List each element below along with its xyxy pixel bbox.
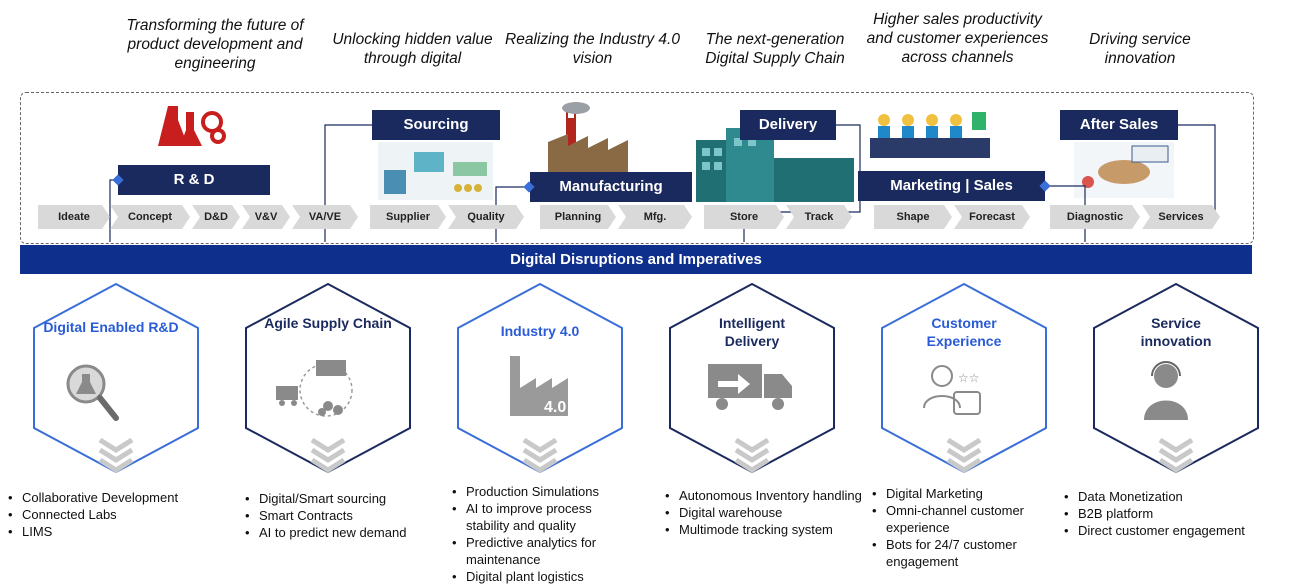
hexagon-rd	[33, 282, 199, 474]
tagline-sourcing: Unlocking hidden value through digital	[332, 31, 493, 67]
factory-icon	[548, 102, 628, 172]
value-chain-frame	[20, 92, 1254, 244]
imperative-title: Industry 4.0	[500, 323, 580, 339]
list-item: Connected Labs	[8, 506, 228, 523]
lab-magnifier-icon	[66, 364, 119, 421]
list-item: Collaborative Development	[8, 489, 228, 506]
step-shape: Shape	[874, 205, 952, 229]
tagline-marketing: Higher sales productivity and customer e…	[866, 11, 1049, 66]
stage-rd: R & D	[118, 165, 270, 195]
customer-rating-icon: ☆☆	[923, 365, 981, 415]
list-item: Digital Marketing	[872, 485, 1057, 502]
bullets-supply: Digital/Smart sourcing Smart Contracts A…	[245, 490, 445, 541]
list-item: Production Simulations	[452, 483, 637, 500]
step-dd: D&D	[192, 205, 240, 229]
bullets-industry: Production Simulations AI to improve pro…	[452, 483, 637, 585]
stage-sourcing: Sourcing	[372, 110, 500, 140]
step-planning: Planning	[540, 205, 616, 229]
list-item: Data Monetization	[1064, 488, 1296, 505]
list-item: Direct customer engagement	[1064, 522, 1296, 539]
list-item: Autonomous Inventory handling	[665, 487, 875, 504]
list-item: B2B platform	[1064, 505, 1296, 522]
stage-marketing: Marketing | Sales	[858, 171, 1045, 201]
list-item: LIMS	[8, 523, 228, 540]
step-mfg: Mfg.	[618, 205, 692, 229]
stage-delivery: Delivery	[740, 110, 836, 140]
list-item: Digital warehouse	[665, 504, 875, 521]
list-item: Bots for 24/7 customer engagement	[872, 536, 1057, 570]
list-item: Digital/Smart sourcing	[245, 490, 445, 507]
people-icon	[870, 112, 990, 158]
step-services: Services	[1142, 205, 1220, 229]
support-agent-icon	[1144, 361, 1188, 420]
step-diagnostic: Diagnostic	[1050, 205, 1140, 229]
list-item: Smart Contracts	[245, 507, 445, 524]
stage-manufacturing: Manufacturing	[530, 172, 692, 202]
bullets-customer: Digital Marketing Omni-channel customer …	[872, 485, 1057, 570]
tagline-delivery: The next-generation Digital Supply Chain	[705, 31, 845, 67]
step-store: Store	[704, 205, 784, 229]
hexagon-supply	[245, 283, 411, 473]
bullets-delivery: Autonomous Inventory handling Digital wa…	[665, 487, 875, 538]
list-item: Multimode tracking system	[665, 521, 875, 538]
hexagon-industry	[457, 282, 623, 474]
tagline-rd: Transforming the future of product devel…	[126, 17, 304, 72]
step-ideate: Ideate	[38, 205, 110, 229]
truck-icon	[708, 364, 792, 410]
step-track: Track	[786, 205, 852, 229]
digital-disruptions-banner: Digital Disruptions and Imperatives	[20, 245, 1252, 274]
imperative-title: Intelligent Delivery	[718, 315, 786, 349]
list-item: Omni-channel customer experience	[872, 502, 1057, 536]
tagline-aftersales: Driving service innovation	[1089, 31, 1191, 67]
step-forecast: Forecast	[954, 205, 1030, 229]
imperative-title: Digital Enabled R&D	[43, 319, 179, 335]
step-vv: V&V	[242, 205, 290, 229]
bullets-rd: Collaborative Development Connected Labs…	[8, 489, 228, 540]
sourcing-illustration	[378, 142, 493, 200]
step-quality: Quality	[448, 205, 524, 229]
handshake-icon	[1074, 142, 1174, 198]
list-item: Digital plant logistics	[452, 568, 637, 585]
step-supplier: Supplier	[370, 205, 446, 229]
supply-chain-icon	[276, 360, 353, 417]
step-concept: Concept	[110, 205, 190, 229]
svg-text:☆☆: ☆☆	[958, 371, 980, 385]
lab-flask-icon	[158, 106, 226, 146]
imperative-title: Service innovation	[1140, 315, 1212, 349]
factory-4-icon: 4.0	[510, 356, 568, 416]
svg-text:4.0: 4.0	[544, 399, 566, 416]
list-item: AI to improve process stability and qual…	[452, 500, 637, 534]
tagline-manufacturing: Realizing the Industry 4.0 vision	[505, 31, 680, 67]
stage-aftersales: After Sales	[1060, 110, 1178, 140]
step-vave: VA/VE	[292, 205, 358, 229]
bullets-service: Data Monetization B2B platform Direct cu…	[1064, 488, 1296, 539]
list-item: Predictive analytics for maintenance	[452, 534, 637, 568]
warehouse-icon	[696, 128, 854, 202]
list-item: AI to predict new demand	[245, 524, 445, 541]
imperative-title: Customer Experience	[926, 315, 1002, 349]
imperative-title: Agile Supply Chain	[264, 315, 392, 331]
